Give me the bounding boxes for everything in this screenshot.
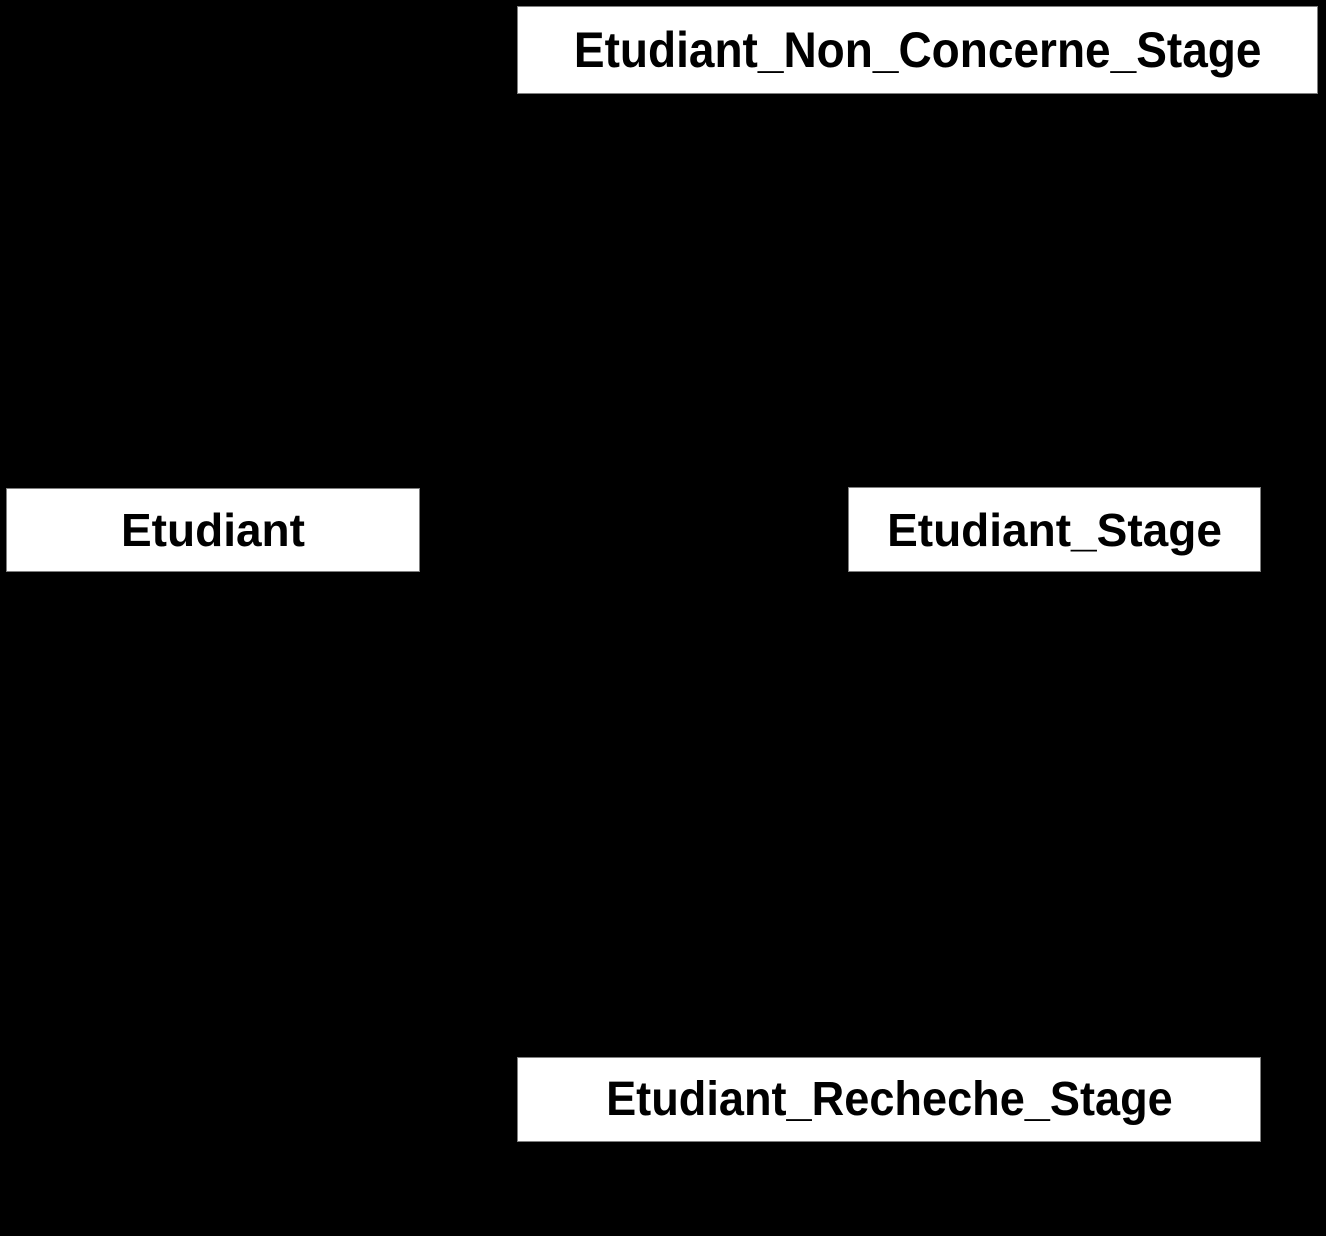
node-label: Etudiant_Stage	[887, 503, 1222, 556]
edge-etudiant-to-etudiant-non-concerne-stage	[212, 71, 518, 489]
node-etudiant-recheche-stage[interactable]: Etudiant_Recheche_Stage	[517, 1057, 1261, 1142]
node-etudiant[interactable]: Etudiant	[6, 488, 420, 572]
node-label: Etudiant	[121, 504, 305, 556]
node-label: Etudiant_Non_Concerne_Stage	[573, 22, 1262, 78]
node-label: Etudiant_Recheche_Stage	[605, 1072, 1173, 1126]
node-etudiant-non-concerne-stage[interactable]: Etudiant_Non_Concerne_Stage	[517, 6, 1318, 94]
node-etudiant-stage[interactable]: Etudiant_Stage	[848, 487, 1261, 572]
edge-etudiant-stage-to-etudiant-recheche-stage	[888, 571, 1055, 1058]
